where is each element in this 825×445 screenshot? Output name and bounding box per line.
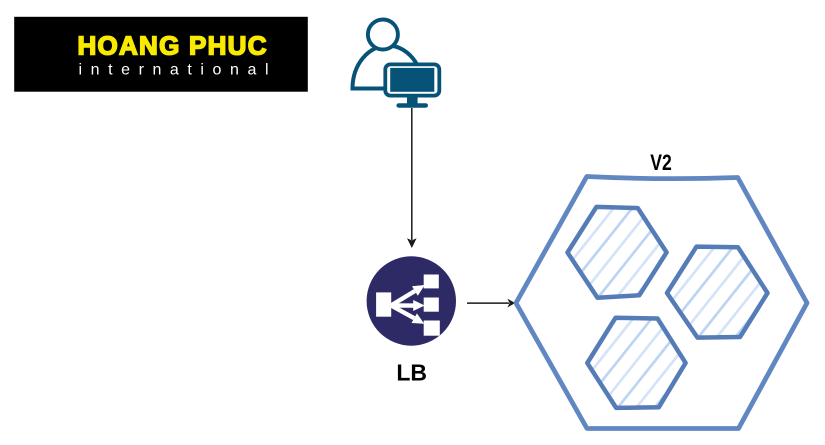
svg-text:international: international — [79, 62, 269, 79]
svg-text:HOANG PHUC: HOANG PHUC — [78, 30, 267, 60]
svg-text:LB: LB — [396, 360, 427, 386]
svg-text:V2: V2 — [650, 150, 672, 175]
